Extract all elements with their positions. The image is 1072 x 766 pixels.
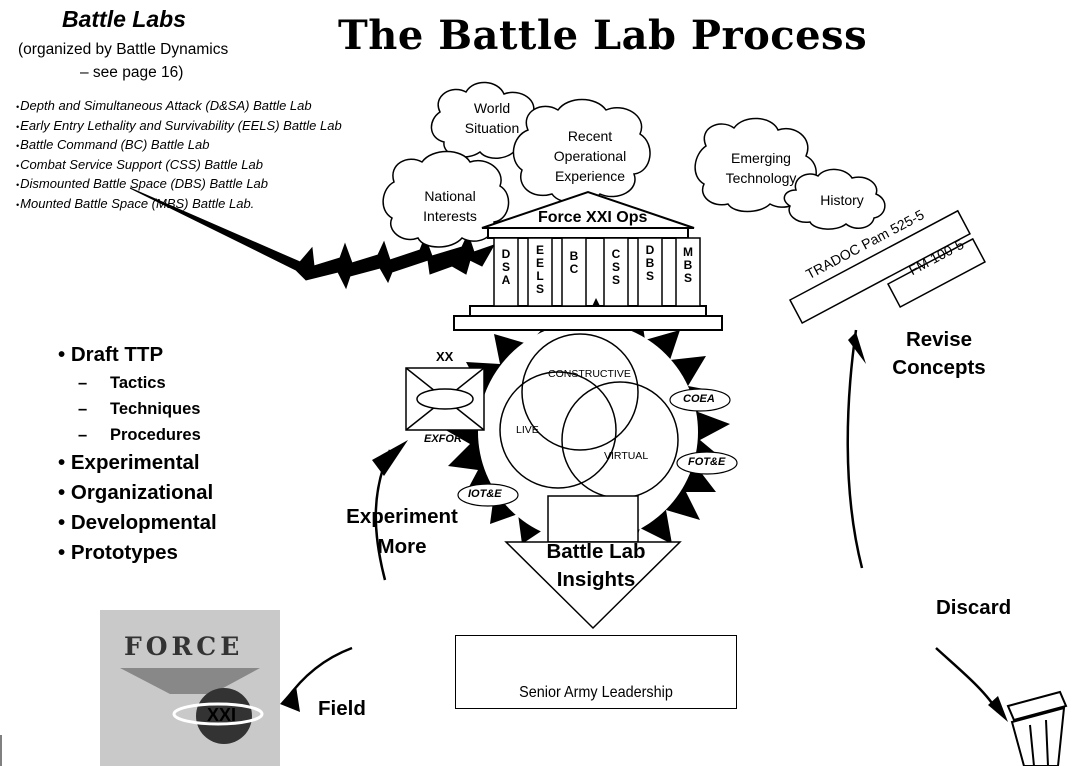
arrow-heads [280,332,1008,722]
senior-leadership-box: Senior Army Leadership [455,635,737,709]
ttp-developmental: Developmental [58,508,217,538]
lab-item: Combat Service Support (CSS) Battle Lab [16,156,342,176]
unit-symbol [405,367,485,431]
trash-can-icon [1006,690,1068,766]
lab-item: Mounted Battle Space (MBS) Battle Lab. [16,195,342,215]
oval-iote [457,483,519,507]
insights-triangle [504,495,682,630]
unit-size-label: XX [436,349,454,364]
cloud-label-national: National Interests [423,188,477,224]
page-title: The Battle Lab Process [338,12,868,59]
temple-title: Force XXI Ops [538,209,648,226]
venn-constructive: CONSTRUCTIVE [548,368,631,380]
cloud-national-interests [382,150,510,248]
lab-item: Battle Command (BC) Battle Lab [16,136,342,156]
zigzag-arrow [129,187,496,290]
doc-fm [886,237,986,308]
force-xxi-logo: FORCE XXI [100,610,280,766]
exfor-label: EXFOR [424,433,462,445]
oval-fote [676,451,738,475]
ttp-experimental: Experimental [58,448,217,478]
venn-virtual: VIRTUAL [604,450,649,462]
xxi-word: XXI [207,705,237,725]
senior-leadership-label: Senior Army Leadership [519,684,673,701]
cloud-label-history: History [820,192,864,208]
ttp-list: Draft TTP Tactics Techniques Procedures … [58,340,217,568]
battle-labs-heading: Battle Labs [62,6,186,32]
cloud-recent-experience [512,98,651,204]
lab-item: Early Entry Lethality and Survivability … [16,117,342,137]
venn-live: LIVE [516,424,539,436]
force-word: FORCE [124,632,244,661]
cloud-label-recent: Recent Operational Experience [553,128,627,184]
temple-pillars [493,237,701,307]
discard-label: Discard [936,596,1012,619]
oval-coea [669,388,731,412]
revise-concepts-label: Revise Concepts [892,328,986,379]
oval-iote-label: IOT&E [468,488,502,500]
cloud-label-emerging: Emerging Technology [725,150,797,186]
lab-item: Depth and Simultaneous Attack (D&SA) Bat… [16,97,342,117]
ttp-techniques: Techniques [58,396,217,422]
battle-labs-subtitle-ref: – see page 16) [80,64,184,81]
oval-fote-label: FOT&E [688,456,726,468]
battle-lab-insights-label: Battle Lab Insights [546,540,646,591]
battle-labs-list: Depth and Simultaneous Attack (D&SA) Bat… [16,97,342,214]
ttp-prototypes: Prototypes [58,538,217,568]
doc-tradoc [788,209,971,324]
ttp-procedures: Procedures [58,422,217,448]
cloud-label-world: World Situation [464,100,520,136]
temple [453,190,723,331]
cloud-history [783,168,886,230]
oval-coea-label: COEA [683,393,715,405]
ttp-draft: Draft TTP [58,340,217,370]
battle-labs-subtitle: (organized by Battle Dynamics [18,41,229,58]
lab-item: Dismounted Battle Space (DBS) Battle Lab [16,175,342,195]
ttp-organizational: Organizational [58,478,217,508]
force-logo-graphic [120,668,264,744]
field-label: Field [318,697,366,720]
experiment-more-label: Experiment More [346,505,458,558]
ttp-tactics: Tactics [58,370,217,396]
